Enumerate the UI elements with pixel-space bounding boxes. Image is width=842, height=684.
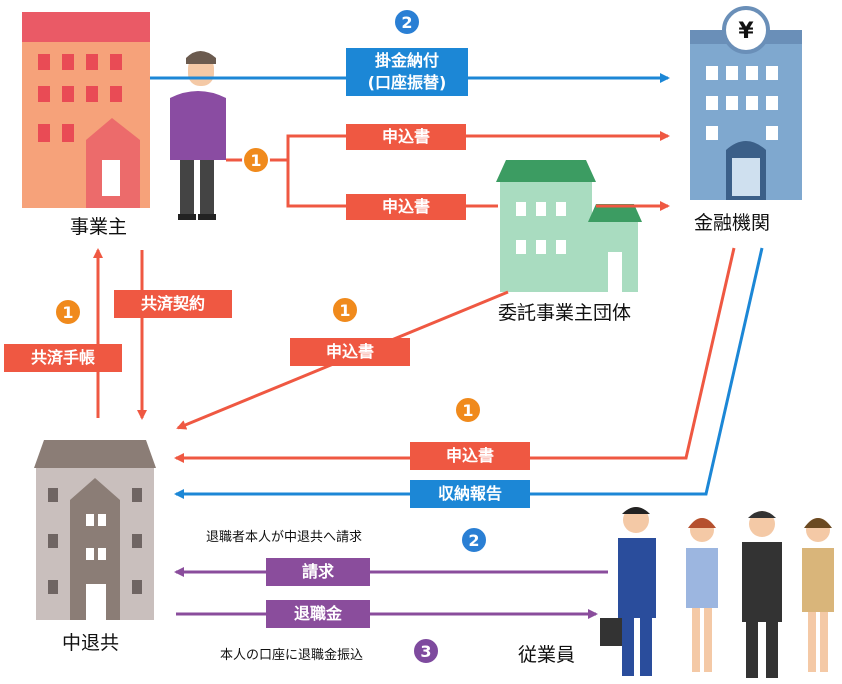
svg-text:1: 1 bbox=[339, 301, 350, 320]
application-box-bank-to-chutaikyo: 申込書 bbox=[410, 442, 530, 470]
employer-building-icon bbox=[22, 12, 150, 208]
step-badge-one-handbook: 1 bbox=[54, 298, 82, 326]
application-box-bank: 申込書 bbox=[346, 124, 466, 150]
bank-label: 金融機関 bbox=[694, 212, 771, 234]
svg-text:1: 1 bbox=[62, 303, 73, 322]
employer-person-icon bbox=[170, 51, 226, 220]
chutaikyo-label: 中退共 bbox=[62, 632, 120, 654]
employees-label: 従業員 bbox=[518, 644, 576, 666]
application-box-association-to-chutaikyo: 申込書 bbox=[290, 338, 410, 366]
svg-text:1: 1 bbox=[462, 401, 473, 420]
collection-report-box: 収納報告 bbox=[410, 480, 530, 508]
chutaikyo-building-icon bbox=[34, 440, 156, 620]
bank-application-arrow bbox=[174, 247, 736, 463]
claim-box: 請求 bbox=[266, 558, 370, 586]
step-badge-two-claim: 2 bbox=[460, 526, 488, 554]
step-badge-one-bank: 1 bbox=[454, 396, 482, 424]
svg-text:2: 2 bbox=[401, 13, 412, 32]
step-badge-one-association: 1 bbox=[331, 296, 359, 324]
step-badge-one-employer: 1 bbox=[242, 146, 270, 174]
retirement-allowance-box: 退職金 bbox=[266, 600, 370, 628]
application-box-association: 申込書 bbox=[346, 194, 466, 220]
claim-caption: 退職者本人が中退共へ請求 bbox=[206, 530, 363, 545]
svg-text:2: 2 bbox=[468, 531, 479, 550]
employer-label: 事業主 bbox=[70, 216, 128, 238]
handbook-box: 共済手帳 bbox=[4, 344, 122, 372]
premium-payment-sublabel: (口座振替) bbox=[367, 73, 447, 92]
svg-text:1: 1 bbox=[250, 151, 261, 170]
svg-text:3: 3 bbox=[420, 642, 431, 661]
step-badge-three-transfer: 3 bbox=[412, 637, 440, 665]
employees-group-icon bbox=[600, 507, 834, 678]
contract-box: 共済契約 bbox=[114, 290, 232, 318]
step-badge-two-top: 2 bbox=[393, 8, 421, 36]
association-building-icon bbox=[496, 160, 642, 292]
collection-report-arrow bbox=[174, 247, 764, 499]
premium-payment-label: 掛金納付 bbox=[374, 51, 439, 70]
svg-text:¥: ¥ bbox=[738, 19, 754, 44]
association-label: 委託事業主団体 bbox=[498, 302, 632, 324]
transfer-caption: 本人の口座に退職金振込 bbox=[220, 648, 364, 663]
bank-building-icon: ¥ bbox=[690, 6, 802, 200]
premium-payment-box: 掛金納付 (口座振替) bbox=[346, 48, 468, 96]
